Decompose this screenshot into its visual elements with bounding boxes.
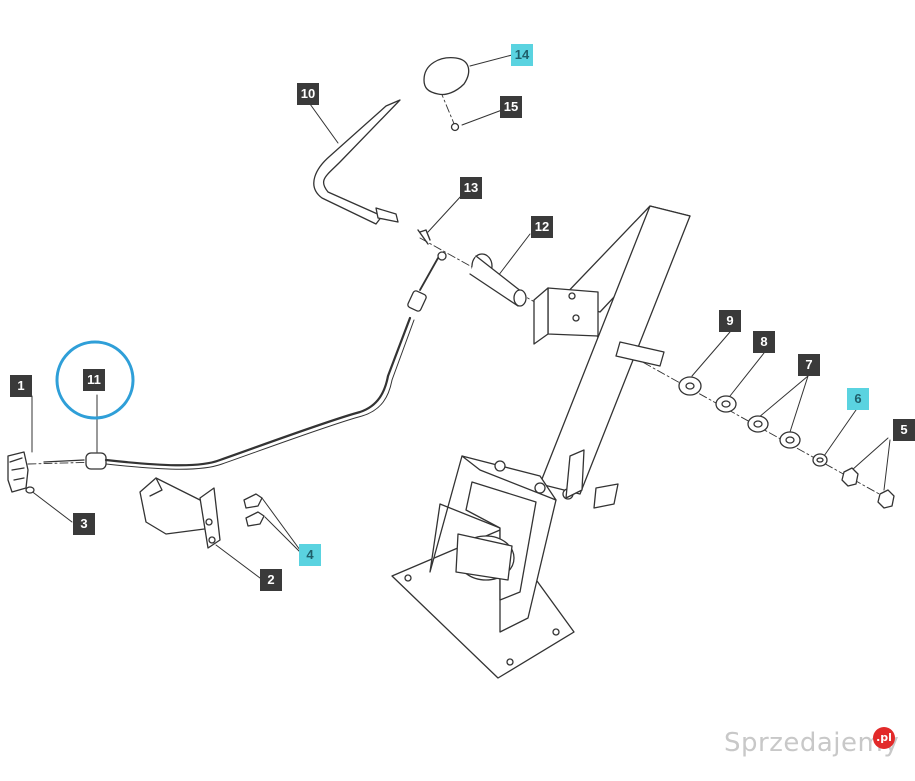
callout-14: 14: [511, 44, 533, 66]
watermark-badge: .pl: [873, 727, 895, 749]
callout-15: 15: [500, 96, 522, 118]
callout-10: 10: [297, 83, 319, 105]
control-cable: [43, 251, 447, 470]
watermark-text: Sprzedajemy: [724, 728, 900, 758]
steering-column: [533, 205, 691, 495]
knob-screw: [450, 122, 460, 132]
callout-4: 4: [299, 544, 321, 566]
callout-9: 9: [719, 310, 741, 332]
cable-bracket: [139, 477, 221, 549]
callout-1: 1: [10, 375, 32, 397]
callout-3: 3: [73, 513, 95, 535]
callout-2: 2: [260, 569, 282, 591]
callout-13: 13: [460, 177, 482, 199]
callout-11: 11: [83, 369, 105, 391]
callout-6: 6: [847, 388, 869, 410]
bolts: [243, 493, 265, 527]
shift-lever: [313, 99, 401, 225]
callout-5: 5: [893, 419, 915, 441]
washers-nuts: [678, 376, 895, 509]
leader-lines: [29, 54, 891, 579]
knob: [423, 57, 470, 96]
highlight-circle: [55, 340, 135, 420]
cable-clip: [7, 451, 29, 493]
lock-pin: [417, 229, 431, 245]
base-bracket: [391, 449, 619, 679]
pivot-sleeve: [469, 253, 527, 307]
callout-7: 7: [798, 354, 820, 376]
callout-12: 12: [531, 216, 553, 238]
callout-8: 8: [753, 331, 775, 353]
axis-lines: [27, 89, 891, 501]
small-ring: [25, 486, 35, 494]
